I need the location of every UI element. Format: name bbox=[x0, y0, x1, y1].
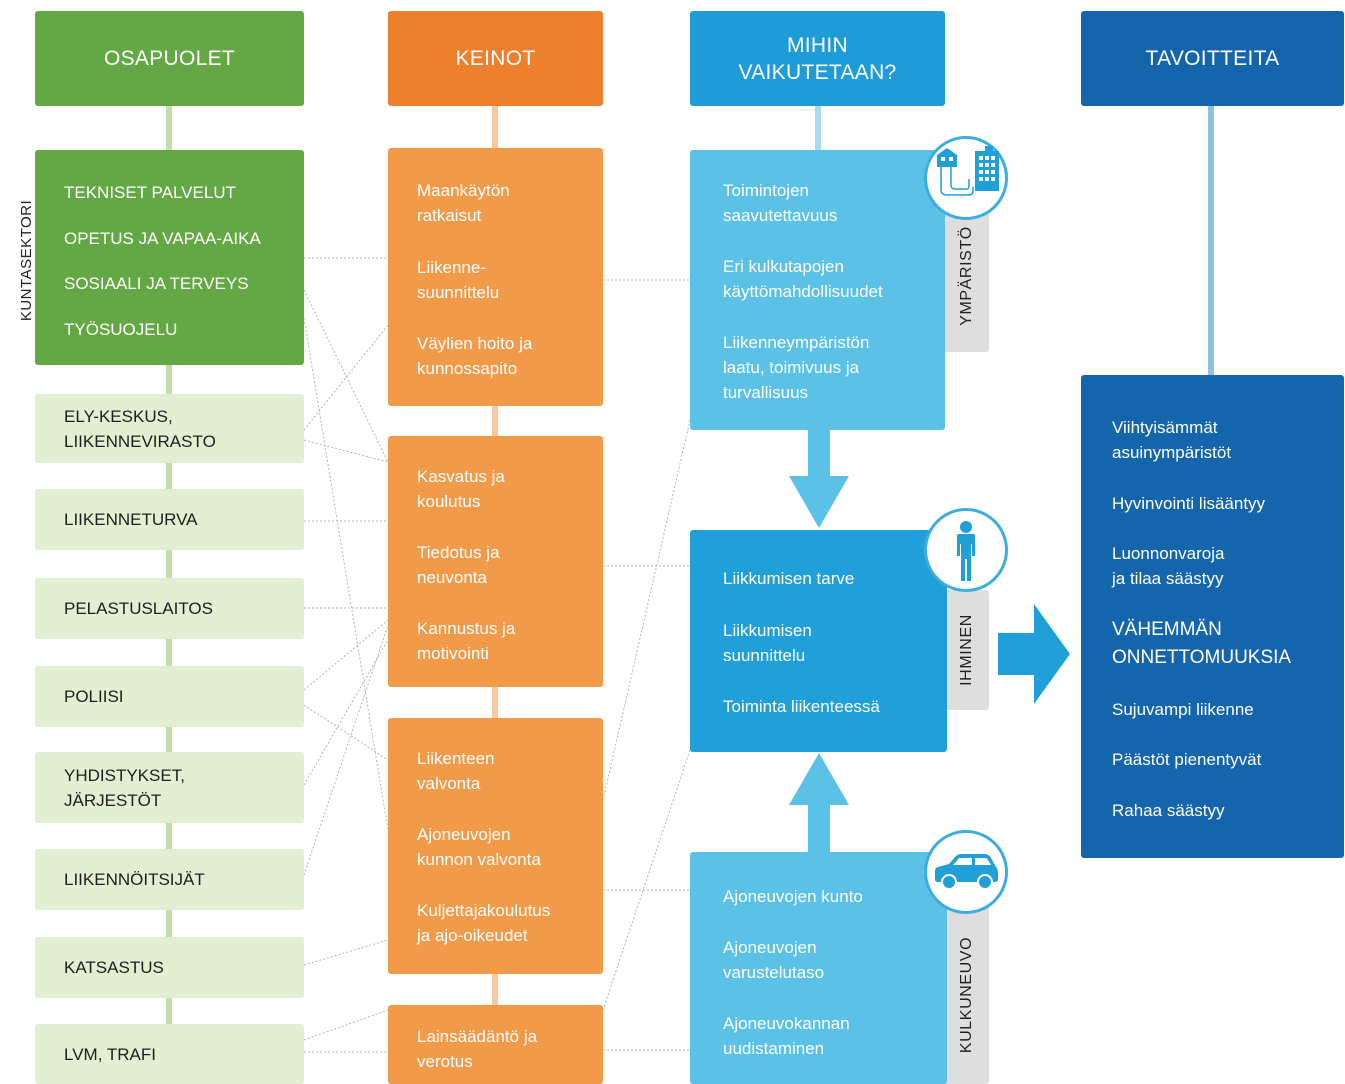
party-box: KATSASTUS bbox=[35, 937, 304, 998]
kulkuneuvo-box: Ajoneuvojen kunto Ajoneuvojen varustelut… bbox=[690, 852, 947, 1084]
party-box: ELY-KESKUS, LIIKENNEVIRASTO bbox=[35, 394, 304, 463]
car-icon bbox=[924, 830, 1008, 914]
goal-item: Päästöt pienentyvät bbox=[1112, 750, 1262, 769]
kuntasektori-box: TEKNISET PALVELUT OPETUS JA VAPAA-AIKA S… bbox=[35, 150, 304, 365]
dotted-connectors bbox=[303, 257, 691, 1053]
party-box: LIIKENNETURVA bbox=[35, 489, 304, 550]
keino-item: Maankäytön ratkaisut bbox=[417, 181, 510, 225]
kulkuneuvo-label: KULKUNEUVO bbox=[958, 936, 975, 1053]
keino-item: Kasvatus ja koulutus bbox=[417, 467, 505, 511]
ymparisto-box: Toimintojen saavutettavuus Eri kulkutapo… bbox=[690, 150, 945, 430]
keino-item: Lainsäädäntö ja verotus bbox=[417, 1027, 538, 1071]
party-box: POLIISI bbox=[35, 666, 304, 727]
header-mihin-vaikutetaan: MIHIN VAIKUTETAAN? bbox=[690, 11, 945, 106]
ihminen-item: Toiminta liikenteessä bbox=[723, 697, 880, 716]
person-icon bbox=[924, 508, 1008, 592]
party-box: LIIKENNÖITSIJÄT bbox=[35, 849, 304, 910]
kulkuneuvo-tab: KULKUNEUVO bbox=[945, 905, 989, 1084]
kuntasektori-label: KUNTASEKTORI bbox=[18, 199, 36, 322]
party-box: LVM, TRAFI bbox=[35, 1024, 304, 1084]
keino-item: Tiedotus ja neuvonta bbox=[417, 543, 500, 587]
arrow-up bbox=[789, 753, 849, 852]
ihminen-item: Liikkumisen tarve bbox=[723, 569, 855, 588]
keino-item: Väylien hoito ja kunnossapito bbox=[417, 334, 533, 378]
goal-item: Rahaa säästyy bbox=[1112, 801, 1225, 820]
keino-item: Ajoneuvojen kunnon valvonta bbox=[417, 825, 541, 869]
keino-item: Kuljettajakoulutus ja ajo-oikeudet bbox=[417, 901, 551, 945]
keino-item: Liikenne- suunnittelu bbox=[417, 258, 500, 302]
keinot-box: Kasvatus ja koulutus Tiedotus ja neuvont… bbox=[388, 436, 603, 687]
ihminen-item: Liikkumisen suunnittelu bbox=[723, 621, 812, 665]
party-box: YHDISTYKSET, JÄRJESTÖT bbox=[35, 752, 304, 823]
goal-item: Viihtyisämmät asuinympäristöt bbox=[1112, 418, 1232, 462]
ihminen-tab: IHMINEN bbox=[945, 590, 989, 710]
ihminen-box: Liikkumisen tarve Liikkumisen suunnittel… bbox=[690, 530, 947, 752]
keinot-box: Lainsäädäntö ja verotus bbox=[388, 1005, 603, 1084]
goal-item: Luonnonvaroja ja tilaa säästyy bbox=[1112, 544, 1225, 588]
header-tavoitteita: TAVOITTEITA bbox=[1081, 11, 1344, 106]
ymparisto-item: Eri kulkutapojen käyttömahdollisuudet bbox=[723, 257, 883, 301]
party-box: PELASTUSLAITOS bbox=[35, 578, 304, 639]
impact-arrows bbox=[789, 430, 849, 852]
goal-item: Hyvinvointi lisääntyy bbox=[1112, 494, 1266, 513]
header-keinot: KEINOT bbox=[388, 11, 603, 106]
kuntasektori-item: TEKNISET PALVELUT bbox=[64, 183, 236, 202]
kuntasektori-item: TYÖSUOJELU bbox=[64, 320, 178, 339]
mihin-spine-line bbox=[815, 100, 821, 160]
kulkuneuvo-item: Ajoneuvojen kunto bbox=[723, 887, 863, 906]
keinot-box: Liikenteen valvonta Ajoneuvojen kunnon v… bbox=[388, 718, 603, 974]
tavoitteita-box: Viihtyisämmät asuinympäristöt Hyvinvoint… bbox=[1081, 375, 1344, 858]
keino-item: Kannustus ja motivointi bbox=[417, 619, 516, 663]
keino-item: Liikenteen valvonta bbox=[417, 749, 495, 793]
kulkuneuvo-item: Ajoneuvokannan uudistaminen bbox=[723, 1014, 850, 1058]
ymparisto-item: Liikenneympäristön laatu, toimivuus ja t… bbox=[723, 333, 870, 402]
header-osapuolet: OSAPUOLET bbox=[35, 11, 304, 106]
keinot-box: Maankäytön ratkaisut Liikenne- suunnitte… bbox=[388, 148, 603, 406]
tavoitteita-spine-line bbox=[1208, 100, 1214, 380]
kulkuneuvo-item: Ajoneuvojen varustelutaso bbox=[723, 938, 825, 982]
ymparisto-item: Toimintojen saavutettavuus bbox=[723, 181, 838, 225]
arrow-down bbox=[789, 430, 849, 528]
goal-item-highlight: VÄHEMMÄN ONNETTOMUUKSIA bbox=[1112, 619, 1292, 668]
ymparisto-tab: YMPÄRISTÖ bbox=[945, 200, 989, 352]
ihminen-label: IHMINEN bbox=[958, 614, 976, 686]
buildings-icon bbox=[924, 136, 1008, 220]
goal-item: Sujuvampi liikenne bbox=[1112, 700, 1254, 719]
kuntasektori-item: SOSIAALI JA TERVEYS bbox=[64, 274, 249, 293]
ymparisto-label: YMPÄRISTÖ bbox=[958, 226, 976, 326]
kuntasektori-item: OPETUS JA VAPAA-AIKA bbox=[64, 229, 261, 248]
arrow-right bbox=[998, 604, 1070, 704]
